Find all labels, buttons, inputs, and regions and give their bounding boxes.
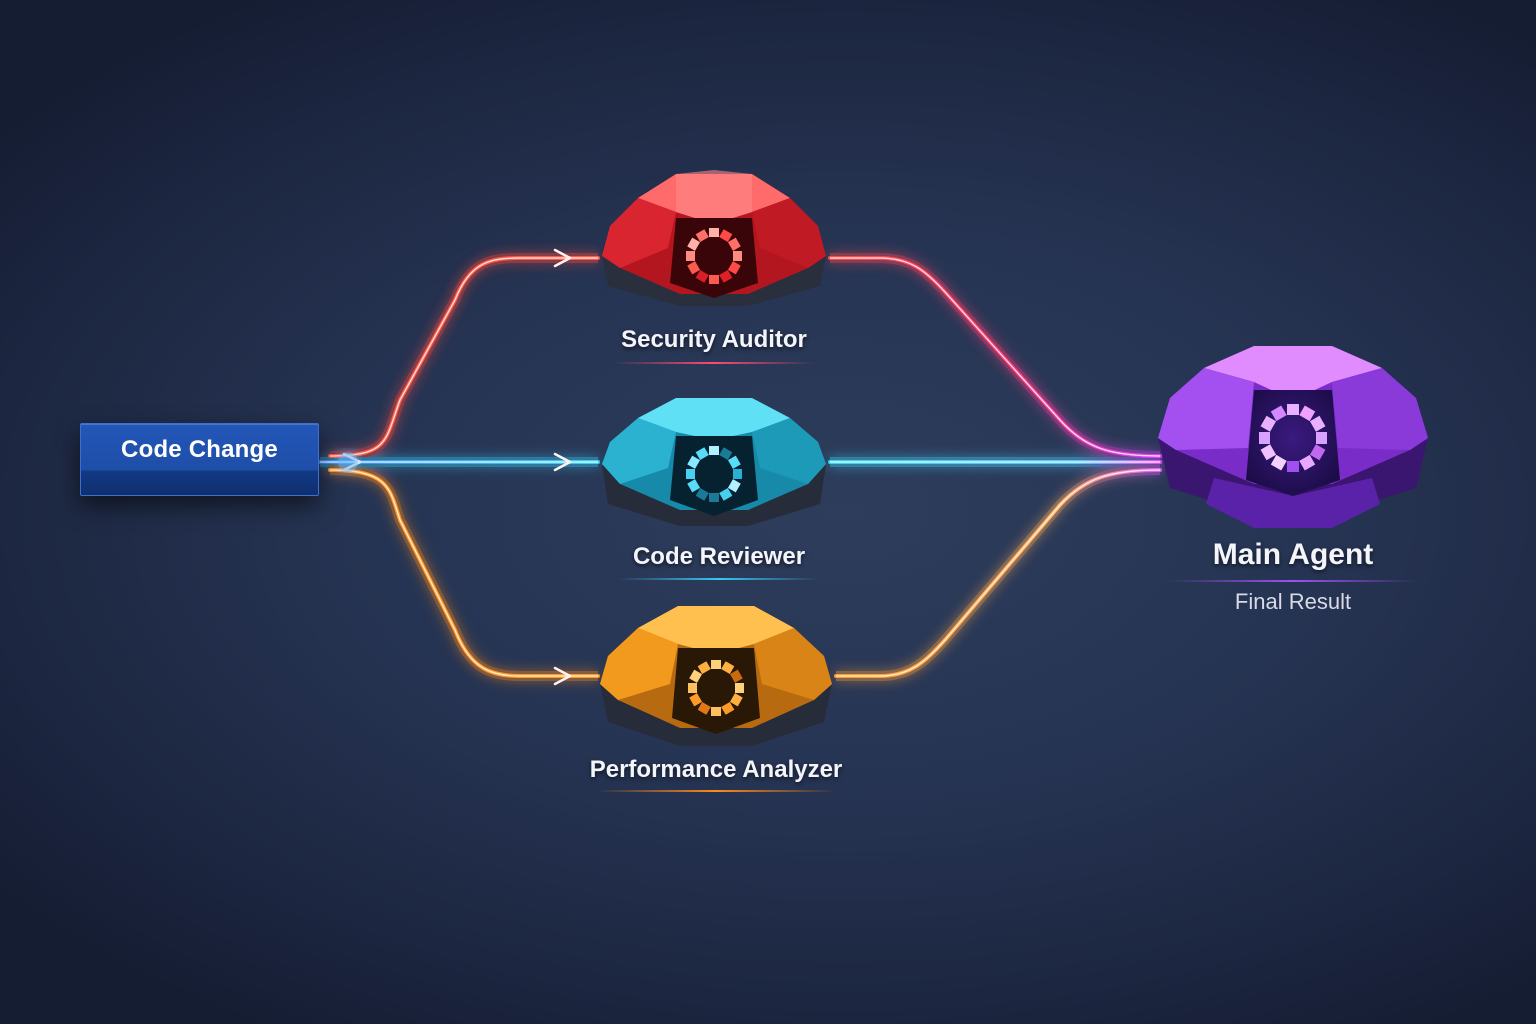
arrowhead-icon [553,452,572,472]
code-reviewer-underline [619,578,819,580]
main-agent-label: Main Agent [1212,538,1374,571]
eye-scanner-icon [602,398,826,526]
security-auditor-label: Security Auditor [621,326,807,353]
edge-security-auditor-to-main-agent [828,256,1162,458]
arrowhead-icon [553,248,572,268]
loading-ring-icon [686,228,742,284]
arrowhead-icon [553,666,572,686]
final-result-label: Final Result [1234,589,1352,614]
eye-scanner-icon [1158,346,1428,528]
code-reviewer-node[interactable] [598,392,830,532]
security-auditor-underline [614,362,814,364]
security-auditor-node[interactable] [598,168,830,308]
loading-ring-icon [686,446,742,502]
code-change-label: Code Change [121,436,278,463]
performance-analyzer-label: Performance Analyzer [589,756,843,783]
code-change-input-node[interactable]: Code Change [80,423,319,496]
eye-scanner-icon [600,606,832,746]
eye-scanner-icon [602,170,826,306]
performance-analyzer-node[interactable] [596,600,836,750]
main-agent-underline [1168,580,1418,582]
main-agent-node[interactable] [1154,338,1432,538]
loading-ring-icon [1259,404,1327,472]
loading-ring-icon [688,660,744,716]
edge-code-change-to-performance-analyzer [328,468,600,678]
code-reviewer-label: Code Reviewer [632,543,806,570]
performance-analyzer-underline [596,790,836,792]
